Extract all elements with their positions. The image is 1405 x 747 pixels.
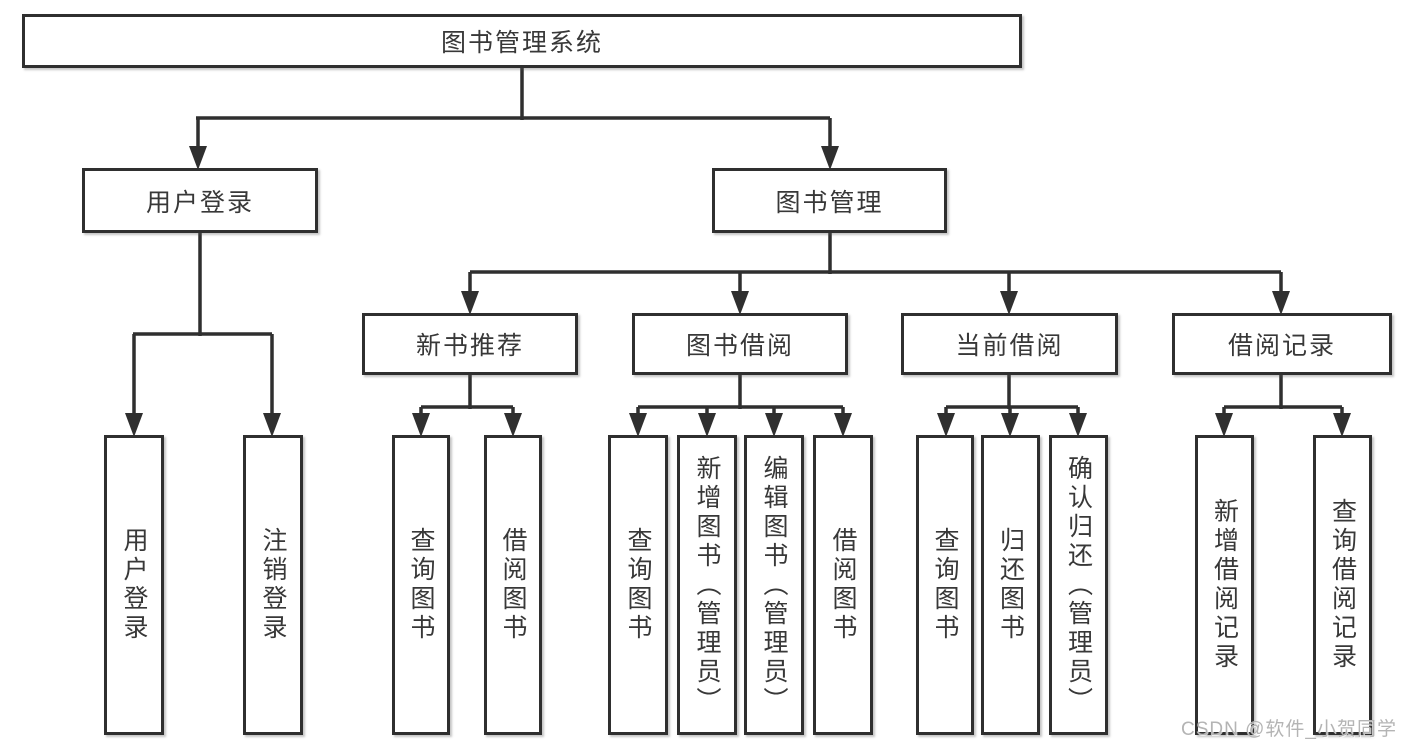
connector-bookmgmt-to-level3 — [468, 233, 1283, 298]
connector-root-to-level2 — [196, 68, 832, 152]
node-label: 新增图书（管理员） — [693, 454, 721, 716]
leaf-borrow-books-recommend: 借阅图书 — [484, 435, 542, 735]
node-label: 新书推荐 — [415, 332, 524, 360]
node-label: 归还图书 — [996, 527, 1025, 643]
leaf-query-borrow-record: 查询借阅记录 — [1313, 435, 1372, 735]
leaf-logout-login: 注销登录 — [243, 435, 303, 735]
node-label: 确认归还（管理员） — [1064, 454, 1093, 716]
node-library-management-system: 图书管理系统 — [22, 14, 1022, 68]
leaf-user-login: 用户登录 — [104, 435, 164, 735]
leaf-add-borrow-record: 新增借阅记录 — [1195, 435, 1254, 735]
node-label: 图书管理 — [775, 188, 884, 217]
node-label: 用户登录 — [145, 188, 254, 217]
node-user-login: 用户登录 — [82, 168, 318, 233]
node-borrowing-records: 借阅记录 — [1172, 313, 1392, 375]
csdn-watermark: CSDN @软件_小贺同学 — [1181, 719, 1397, 740]
node-book-borrowing: 图书借阅 — [632, 313, 848, 375]
leaf-query-books-borrowing: 查询图书 — [608, 435, 668, 735]
node-book-management: 图书管理 — [712, 168, 947, 233]
node-label: 图书管理系统 — [440, 29, 603, 57]
leaf-return-books: 归还图书 — [981, 435, 1040, 735]
node-label: 查询借阅记录 — [1328, 498, 1357, 672]
node-label: 借阅记录 — [1227, 332, 1336, 360]
leaf-add-books-admin: 新增图书（管理员） — [677, 435, 737, 735]
connector-bookborrow-to-leaves — [636, 375, 845, 418]
node-label: 注销登录 — [259, 527, 287, 643]
connector-userlogin-to-leaves — [132, 233, 274, 418]
leaf-borrow-books-borrowing: 借阅图书 — [813, 435, 873, 735]
leaf-confirm-return-admin: 确认归还（管理员） — [1049, 435, 1108, 735]
leaf-query-books-current: 查询图书 — [916, 435, 974, 735]
node-label: 当前借阅 — [955, 332, 1064, 360]
node-label: 编辑图书（管理员） — [760, 454, 788, 716]
node-label: 图书借阅 — [685, 332, 794, 360]
node-current-borrowing: 当前借阅 — [901, 313, 1118, 375]
node-new-book-recommend: 新书推荐 — [362, 313, 578, 375]
leaf-edit-books-admin: 编辑图书（管理员） — [744, 435, 804, 735]
node-label: 用户登录 — [120, 527, 148, 643]
node-label: 借阅图书 — [829, 527, 857, 643]
node-label: 查询图书 — [931, 527, 959, 643]
node-label: 查询图书 — [624, 527, 652, 643]
node-label: 新增借阅记录 — [1210, 498, 1239, 672]
leaf-query-books-recommend: 查询图书 — [392, 435, 450, 735]
node-label: 查询图书 — [407, 527, 435, 643]
node-label: 借阅图书 — [499, 527, 527, 643]
connector-currentborrow-to-leaves — [944, 375, 1080, 418]
connector-borrowrecord-to-leaves — [1222, 375, 1344, 418]
connector-newbook-to-leaves — [419, 375, 515, 418]
